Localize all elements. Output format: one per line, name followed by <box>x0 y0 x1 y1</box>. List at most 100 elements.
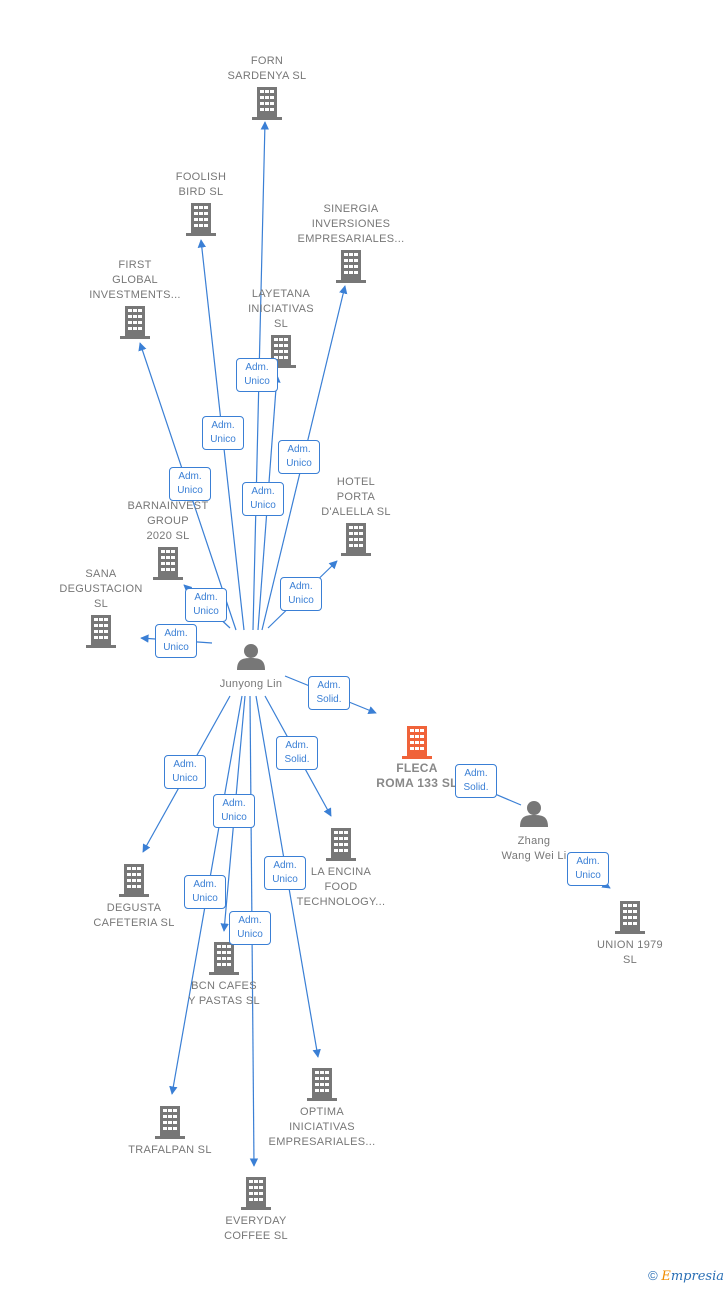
footer-brand[interactable]: © Empresia <box>648 1268 724 1284</box>
edge-label-line: Adm. <box>173 759 197 770</box>
node-label-line: INVERSIONES <box>311 218 391 230</box>
node-label-line: Y PASTAS SL <box>188 995 260 1007</box>
edge-label-line: Adm. <box>285 740 309 751</box>
building-icon-first[interactable] <box>120 306 150 339</box>
node-label-bcn[interactable]: BCN CAFES Y PASTAS SL <box>188 979 260 1009</box>
node-label-line: BCN CAFES <box>191 980 257 992</box>
node-label-line: INICIATIVAS <box>248 303 314 315</box>
edge-label-line: Adm. <box>251 486 275 497</box>
edges-layer <box>138 121 611 1167</box>
edge-label-optima[interactable]: Adm.Unico <box>264 856 306 890</box>
edge-label-line: Unico <box>177 485 203 496</box>
building-icon-trafalpan[interactable] <box>155 1106 185 1139</box>
brand-logo-initial: E <box>661 1269 671 1284</box>
edge-label-trafalpan[interactable]: Adm.Unico <box>184 875 226 909</box>
person-icon-zhang[interactable] <box>520 801 548 827</box>
node-label-line: EMPRESARIALES... <box>268 1136 376 1148</box>
building-icon-degusta[interactable] <box>119 864 149 897</box>
node-label-line: 2020 SL <box>146 530 190 542</box>
edge-label-line: Adm. <box>194 592 218 603</box>
edge-label-line: Adm. <box>273 860 297 871</box>
edge-label-line: Adm. <box>164 628 188 639</box>
node-label-line: TECHNOLOGY... <box>296 896 386 908</box>
building-icon-optima[interactable] <box>307 1068 337 1101</box>
edge-label-forn[interactable]: Adm. Unico <box>236 358 278 392</box>
node-label-line: DEGUSTACION <box>59 583 143 595</box>
node-label-line: ROMA 133 SL <box>376 776 458 790</box>
building-icon-sinergia[interactable] <box>336 250 366 283</box>
building-icon-bcn[interactable] <box>209 942 239 975</box>
edge-label-union[interactable]: Adm.Unico <box>567 852 609 886</box>
edge-label-sinergia[interactable]: Adm.Unico <box>278 440 320 474</box>
edge-label-sana[interactable]: Adm.Unico <box>155 624 197 658</box>
edge-label-line: Unico <box>575 870 601 881</box>
building-icon-encina[interactable] <box>326 828 356 861</box>
edge-label-line: Unico <box>210 434 236 445</box>
node-label-line: COFFEE SL <box>224 1230 288 1242</box>
node-label-line: CAFETERIA SL <box>93 917 175 929</box>
edge-label-degusta[interactable]: Adm.Unico <box>164 755 206 789</box>
building-icon-everyday[interactable] <box>241 1177 271 1210</box>
edge-label-line: Adm. <box>464 768 488 779</box>
node-label-line: SL <box>622 954 638 966</box>
edge-label-line: Solid. <box>463 782 489 793</box>
node-label-degusta[interactable]: DEGUSTA CAFETERIA SL <box>93 901 174 931</box>
node-label-line: SL <box>273 318 289 330</box>
edge-label-barna[interactable]: Adm.Unico <box>185 588 227 622</box>
building-icon-barna[interactable] <box>153 547 183 580</box>
edge-label-everyday[interactable]: Adm.Unico <box>229 911 271 945</box>
node-label-line: DEGUSTA <box>106 902 162 914</box>
edge-label-line: Unico <box>286 458 312 469</box>
edge-label-line: Adm. <box>317 680 341 691</box>
node-label-line: OPTIMA <box>300 1106 344 1118</box>
edge-label-bcn[interactable]: Adm.Unico <box>213 794 255 828</box>
copyright-symbol: © <box>648 1268 658 1283</box>
edge-label-encina[interactable]: Adm. Solid. <box>276 736 318 770</box>
building-icon-forn[interactable] <box>252 87 282 120</box>
building-icon-foolish[interactable] <box>186 203 216 236</box>
edge-label-hotel[interactable]: Adm. Unico <box>280 577 322 611</box>
edge-label-line: Unico <box>192 893 218 904</box>
node-label-line: GROUP <box>147 515 189 527</box>
person-icon-junyong[interactable] <box>237 644 265 670</box>
edge-label-fleca[interactable]: Adm. Solid. <box>455 764 497 798</box>
edge-label-line: Adm. <box>238 915 262 926</box>
edge-label-line: Adm. <box>211 420 235 431</box>
node-label-line: GLOBAL <box>112 274 158 286</box>
edge-label-line: Unico <box>244 376 270 387</box>
edge-label-foolish[interactable]: Adm. Unico <box>202 416 244 450</box>
edge-label-layetana[interactable]: Adm.Unico <box>242 482 284 516</box>
edge-label-line: Adm. <box>289 581 313 592</box>
edge-label-first[interactable]: Adm.Unico <box>169 467 211 501</box>
edge-label-line: Unico <box>288 595 314 606</box>
edge-label-line: Solid. <box>284 754 310 765</box>
building-icon-sana[interactable] <box>86 615 116 648</box>
edge-label-line: Adm. <box>245 362 269 373</box>
edge-label-line: Solid. <box>316 694 342 705</box>
node-label-line: D'ALELLA SL <box>321 506 391 518</box>
building-icon-fleca[interactable] <box>402 726 432 759</box>
node-label-trafalpan[interactable]: TRAFALPAN SL <box>128 1143 211 1158</box>
node-label-line: LA ENCINA <box>310 866 372 878</box>
edge-label-fleca[interactable]: Adm. Solid. <box>308 676 350 710</box>
node-label-line: BIRD SL <box>178 186 224 198</box>
building-icon-hotel[interactable] <box>341 523 371 556</box>
node-label-line: Junyong Lin <box>219 678 283 690</box>
node-label-line: FIRST <box>118 259 152 271</box>
node-label-junyong[interactable]: Junyong Lin <box>220 677 283 692</box>
building-icon-union[interactable] <box>615 901 645 934</box>
